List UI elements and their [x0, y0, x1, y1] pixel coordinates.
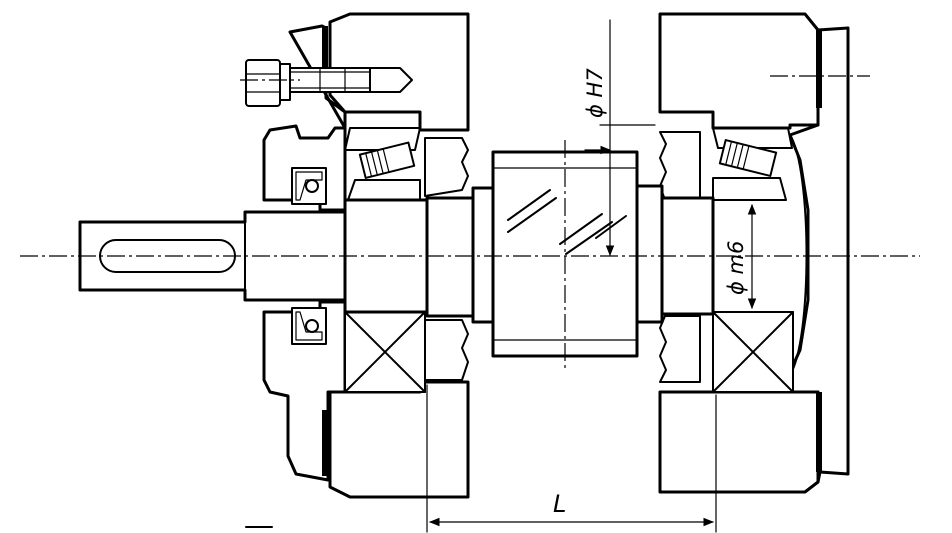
- bore-fit-label: ϕ H7: [583, 68, 607, 118]
- left-bearing-bottom: [344, 311, 426, 393]
- right-housing-wall-bottom: [658, 390, 820, 494]
- left-roller-bearing-top: [344, 127, 421, 201]
- right-housing-wall-top: [658, 12, 820, 130]
- right-bearing-bottom: [712, 311, 794, 393]
- centre-lines: [20, 75, 920, 370]
- length-label: L: [553, 490, 566, 518]
- right-end-cover: [788, 26, 850, 484]
- bore-fit-dimension: ϕ H7: [583, 19, 656, 257]
- flange-bolt: [245, 59, 413, 107]
- shaft-fit-dimension: ϕ m6: [724, 203, 757, 310]
- shaft: [78, 150, 715, 358]
- shaft-fit-label: ϕ m6: [724, 241, 748, 295]
- length-dimension: L: [426, 384, 717, 533]
- left-spacer-ring: [424, 137, 469, 381]
- right-roller-bearing-top: [712, 127, 793, 201]
- left-housing-wall-bottom: [328, 380, 470, 499]
